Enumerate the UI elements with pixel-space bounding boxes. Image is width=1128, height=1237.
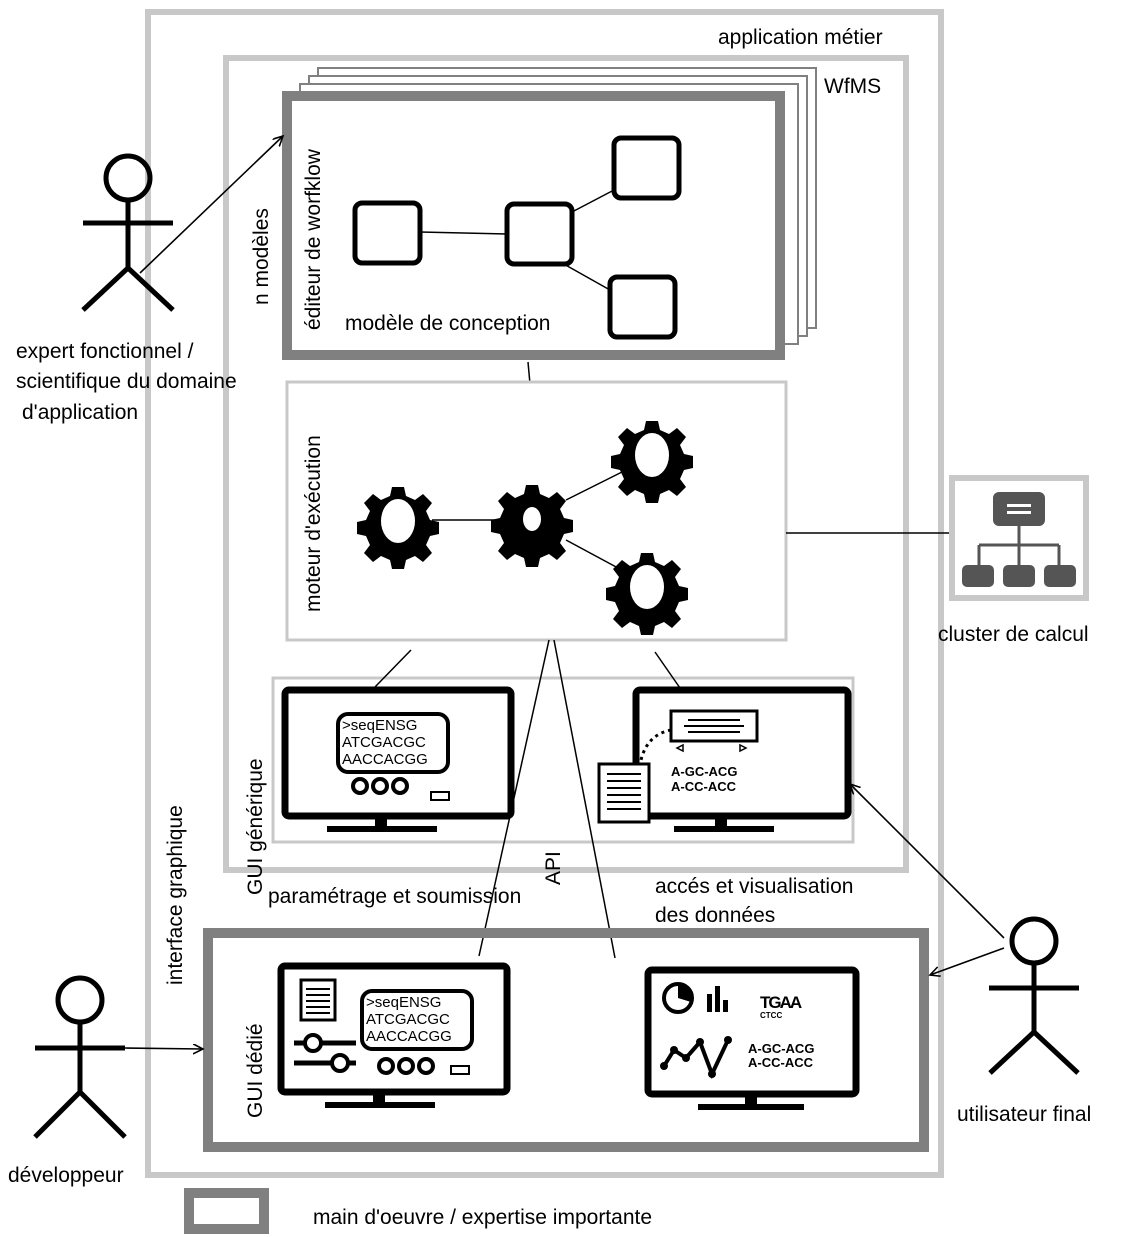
- parametrage-label: paramétrage et soumission: [268, 885, 521, 908]
- api-label: API: [542, 851, 565, 885]
- legend-swatch: [184, 1188, 269, 1234]
- expert-actor-icon: [81, 153, 175, 312]
- application-metier-box: [145, 9, 944, 1178]
- seq-line: ATCGACGC: [366, 1011, 450, 1028]
- cluster-icon: [962, 492, 1076, 587]
- end-user-label: utilisateur final: [957, 1103, 1091, 1126]
- gear-solid-icon: [491, 485, 573, 567]
- alignment-line: A-CC-ACC: [748, 1055, 814, 1070]
- expert-label-line2: scientifique du domaine: [16, 370, 237, 393]
- seq-line: AACCACGG: [342, 751, 428, 768]
- application-metier-label: application métier: [718, 26, 883, 49]
- line-chart-icon: [660, 1036, 732, 1080]
- bar-chart-icon: [707, 986, 728, 1012]
- engine-gui-link: [654, 651, 681, 689]
- moteur-execution-label: moteur d'exécution: [302, 435, 325, 612]
- api-link: [478, 639, 550, 957]
- seq-line: ATCGACGC: [342, 734, 426, 751]
- monitor-dedicated-view: TGAA CTCC A-GC-ACG A-CC-ACC: [644, 966, 860, 1110]
- seq-line: AACCACGG: [366, 1028, 452, 1045]
- end-user-arrow: [850, 784, 1005, 939]
- developer-arrow: [124, 1048, 203, 1049]
- pie-chart-icon: [662, 982, 694, 1014]
- n-modeles-label: n modèles: [250, 208, 273, 305]
- sequence-logo-icon: TGAA CTCC: [760, 993, 804, 1020]
- workflow-node: [352, 200, 423, 266]
- expert-label-line1: expert fonctionnel /: [16, 340, 194, 363]
- gear-icon: [611, 421, 693, 503]
- expert-arrow: [139, 136, 283, 274]
- svg-text:TGAA: TGAA: [760, 993, 802, 1012]
- wfms-label: WfMS: [824, 75, 881, 98]
- monitor-dedicated-submit: >seqENSG ATCGACGC AACCACGG: [277, 962, 511, 1108]
- seq-header: >seqENSG: [366, 994, 441, 1011]
- alignment-line: A-GC-ACG: [671, 764, 737, 779]
- workflow-node: [607, 274, 678, 340]
- editeur-workflow-label: éditeur de worfklow: [302, 148, 325, 330]
- acces-label-line2: des données: [655, 904, 775, 927]
- api-link: [553, 639, 616, 959]
- end-user-arrow: [930, 947, 1005, 975]
- engine-gui-link: [373, 649, 412, 689]
- gui-generique-label: GUI générique: [244, 758, 267, 895]
- alignment-line: A-CC-ACC: [671, 779, 737, 794]
- legend-label: main d'oeuvre / expertise importante: [313, 1206, 652, 1229]
- gear-edge: [565, 471, 623, 501]
- monitor-generic-view: A-GC-ACG A-CC-ACC: [597, 686, 852, 832]
- editor-engine-link: [527, 361, 531, 385]
- wfms-box: [223, 55, 909, 873]
- cluster-label: cluster de calcul: [938, 623, 1089, 646]
- alignment-line: A-GC-ACG: [748, 1041, 814, 1056]
- modele-conception-label: modèle de conception: [345, 312, 550, 335]
- workflow-edge: [419, 231, 508, 235]
- gui-dedie-label: GUI dédié: [244, 1023, 267, 1118]
- workflow-node: [504, 201, 575, 267]
- gear-icon: [357, 487, 439, 569]
- monitor-generic-submit: >seqENSG ATCGACGC AACCACGG: [281, 686, 515, 832]
- acces-label-line1: accés et visualisation: [655, 875, 853, 898]
- gear-icon: [606, 553, 688, 635]
- workflow-edge: [561, 262, 611, 291]
- gui-dedie-box: [203, 928, 929, 1152]
- gui-generique-box: [271, 676, 855, 844]
- developer-actor-icon: [33, 975, 127, 1139]
- gear-edge: [565, 539, 619, 569]
- developer-label: développeur: [8, 1164, 124, 1187]
- end-user-actor-icon: [988, 916, 1080, 1075]
- interface-graphique-label: interface graphique: [164, 805, 187, 985]
- workflow-edge: [571, 189, 615, 213]
- workflow-node: [611, 135, 682, 201]
- svg-text:CTCC: CTCC: [760, 1011, 782, 1020]
- seq-header: >seqENSG: [342, 717, 417, 734]
- expert-label-line3: d'application: [22, 401, 138, 424]
